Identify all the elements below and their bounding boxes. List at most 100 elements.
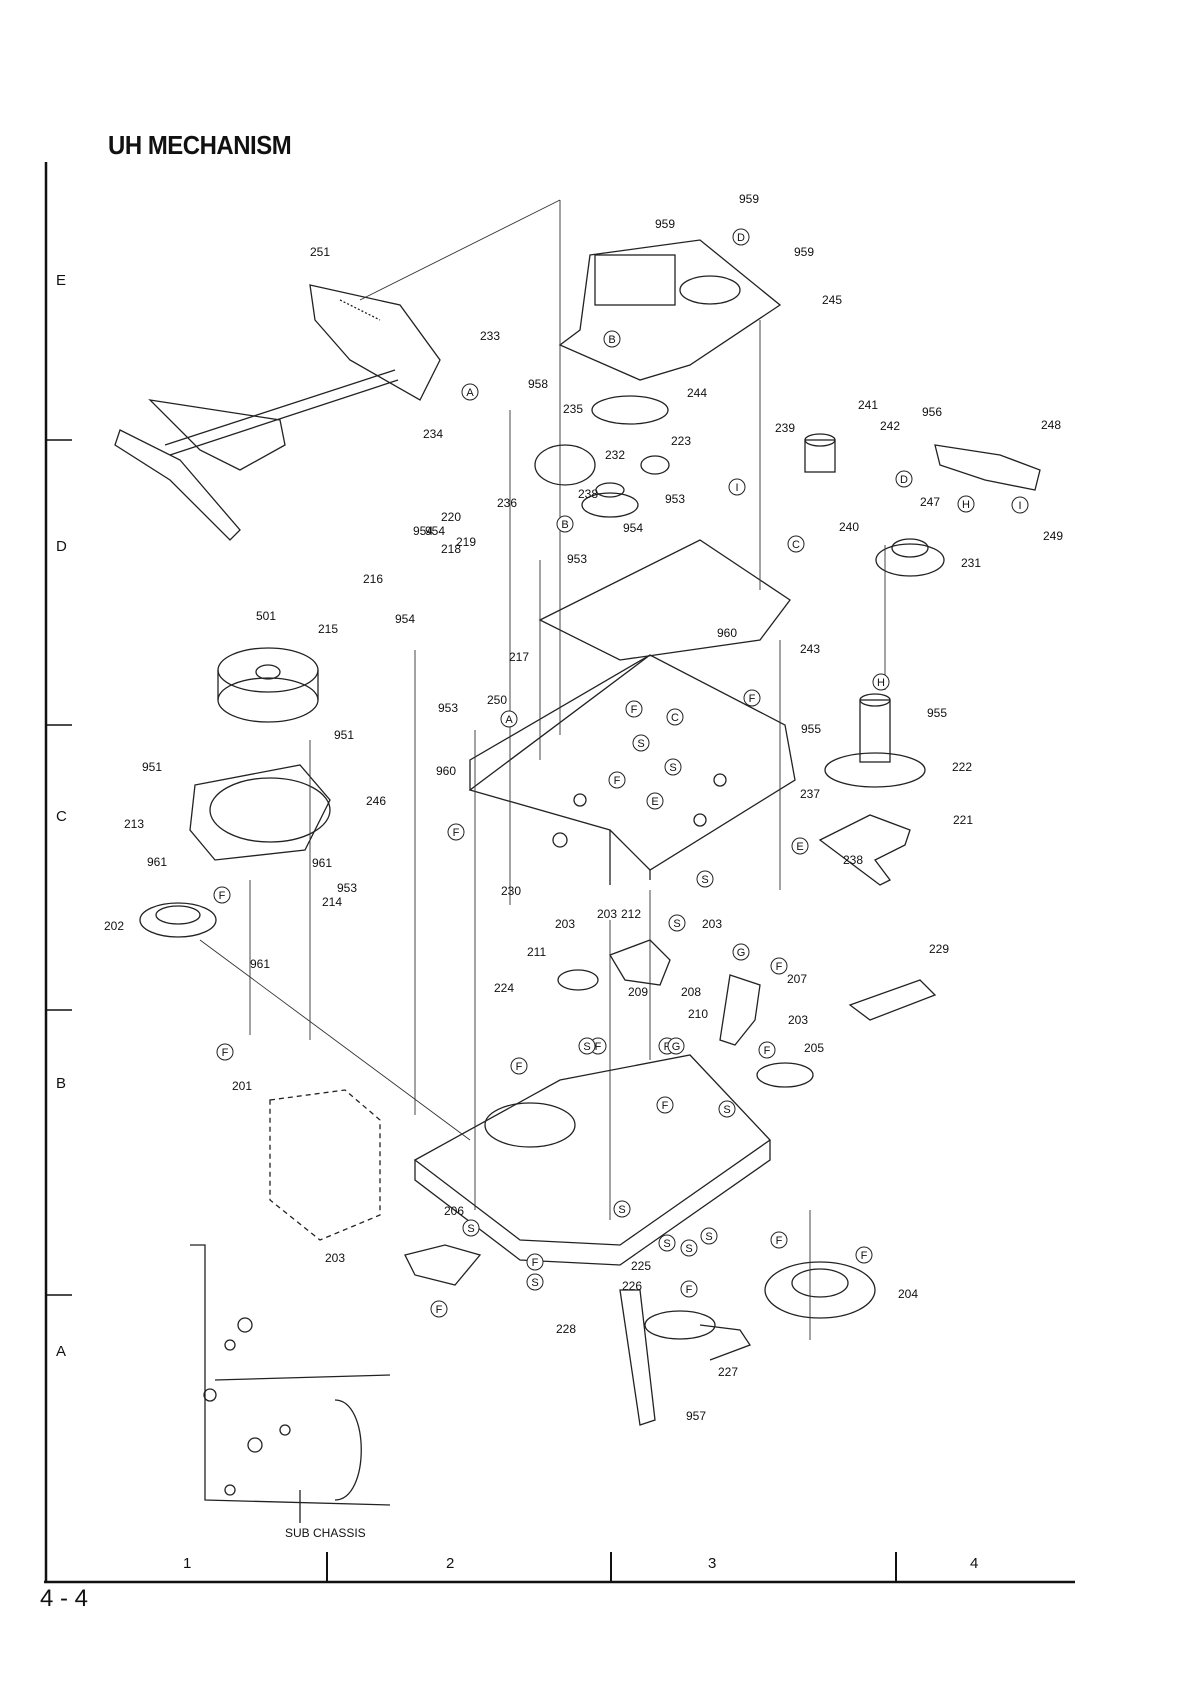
callout-959: 959 — [794, 245, 814, 259]
callout-955: 955 — [801, 722, 821, 736]
callout-961: 961 — [250, 957, 270, 971]
callout-229: 229 — [929, 942, 949, 956]
callout-215: 215 — [318, 622, 338, 636]
callout-953: 953 — [438, 701, 458, 715]
part-212-plate — [609, 939, 671, 986]
ref-marker-g: G — [732, 943, 750, 961]
callout-204: 204 — [898, 1287, 918, 1301]
ref-marker-s: S — [664, 758, 682, 776]
ref-marker-circle — [667, 1037, 685, 1055]
ref-marker-label: S — [723, 1104, 730, 1116]
grid-col-label-2: 2 — [446, 1555, 455, 1572]
guide-lines — [199, 199, 886, 1340]
ref-marker-circle — [957, 495, 975, 513]
ref-marker-label: G — [672, 1041, 681, 1053]
callout-954: 954 — [413, 524, 433, 538]
part-251-arm-assembly — [114, 284, 441, 541]
ref-marker-f: F — [625, 700, 643, 718]
ref-marker-e: E — [791, 837, 809, 855]
callout-242: 242 — [880, 419, 900, 433]
callout-210: 210 — [688, 1007, 708, 1021]
ref-marker-label: S — [583, 1041, 590, 1053]
part-229-lever — [848, 979, 937, 1021]
part-205-gear — [756, 1062, 814, 1088]
callout-236: 236 — [497, 496, 517, 510]
callout-226: 226 — [622, 1279, 642, 1293]
ref-marker-i: I — [728, 478, 746, 496]
callout-240: 240 — [839, 520, 859, 534]
ref-marker-circle — [895, 470, 913, 488]
ref-marker-circle — [718, 1100, 736, 1118]
ref-marker-label: G — [737, 947, 746, 959]
ref-marker-label: I — [1018, 500, 1021, 512]
ref-marker-label: B — [608, 334, 615, 346]
callout-959: 959 — [739, 192, 759, 206]
grid-row-label-e: E — [56, 272, 67, 289]
ref-marker-a: A — [461, 383, 479, 401]
ref-marker-label: H — [877, 677, 885, 689]
ref-marker-label: I — [735, 482, 738, 494]
callout-228: 228 — [556, 1322, 576, 1336]
callout-246: 246 — [366, 794, 386, 808]
part-202-pulley — [139, 902, 217, 938]
callout-233: 233 — [480, 329, 500, 343]
ref-marker-f: F — [608, 771, 626, 789]
ref-marker-f: F — [743, 689, 761, 707]
ref-marker-circle — [656, 1096, 674, 1114]
ref-marker-label: S — [531, 1277, 538, 1289]
ref-marker-label: F — [776, 1235, 783, 1247]
part-245-top-plate — [558, 239, 782, 381]
callout-230: 230 — [501, 884, 521, 898]
ref-marker-label: S — [618, 1204, 625, 1216]
callout-954: 954 — [395, 612, 415, 626]
page-number: 4 - 4 — [40, 1585, 89, 1612]
ref-marker-circle — [664, 758, 682, 776]
callout-961: 961 — [147, 855, 167, 869]
ref-marker-circle — [728, 478, 746, 496]
callout-231: 231 — [961, 556, 981, 570]
ref-marker-circle — [510, 1057, 528, 1075]
callout-219: 219 — [456, 535, 476, 549]
callout-957: 957 — [686, 1409, 706, 1423]
ref-marker-label: A — [466, 387, 474, 399]
callout-211: 211 — [527, 945, 546, 959]
ref-marker-circle — [608, 771, 626, 789]
part-206-sector — [404, 1244, 482, 1286]
ref-marker-circle — [770, 957, 788, 975]
ref-marker-label: F — [776, 961, 783, 973]
ref-marker-circle — [430, 1300, 448, 1318]
part-501-drum — [217, 647, 319, 723]
callout-243: 243 — [800, 642, 820, 656]
ref-marker-f: F — [855, 1246, 873, 1264]
callout-248: 248 — [1041, 418, 1061, 432]
ref-marker-circle — [632, 734, 650, 752]
ref-marker-s: S — [696, 870, 714, 888]
callout-213: 213 — [124, 817, 144, 831]
part-248-bracket — [934, 444, 1041, 491]
grid-row-label-a: A — [56, 1343, 67, 1360]
ref-marker-label: F — [749, 693, 756, 705]
ref-marker-circle — [556, 515, 574, 533]
callout-235: 235 — [563, 402, 583, 416]
ref-marker-circle — [613, 1200, 631, 1218]
callout-954: 954 — [425, 524, 445, 538]
ref-marker-label: F — [764, 1045, 771, 1057]
ref-marker-f: F — [447, 823, 465, 841]
callout-250: 250 — [487, 693, 507, 707]
ref-marker-f: F — [216, 1043, 234, 1061]
ref-marker-s: S — [680, 1239, 698, 1257]
ref-marker-a: A — [500, 710, 518, 728]
callout-960: 960 — [717, 626, 737, 640]
callout-245: 245 — [822, 293, 842, 307]
ref-marker-label: D — [900, 474, 908, 486]
ref-marker-s: S — [462, 1219, 480, 1237]
ref-marker-e: E — [646, 792, 664, 810]
part-213-base-ring — [189, 764, 331, 861]
ref-marker-b: B — [556, 515, 574, 533]
ref-marker-f: F — [656, 1096, 674, 1114]
part-232-gear — [581, 482, 639, 518]
ref-marker-label: F — [436, 1304, 443, 1316]
callout-237: 237 — [800, 787, 820, 801]
